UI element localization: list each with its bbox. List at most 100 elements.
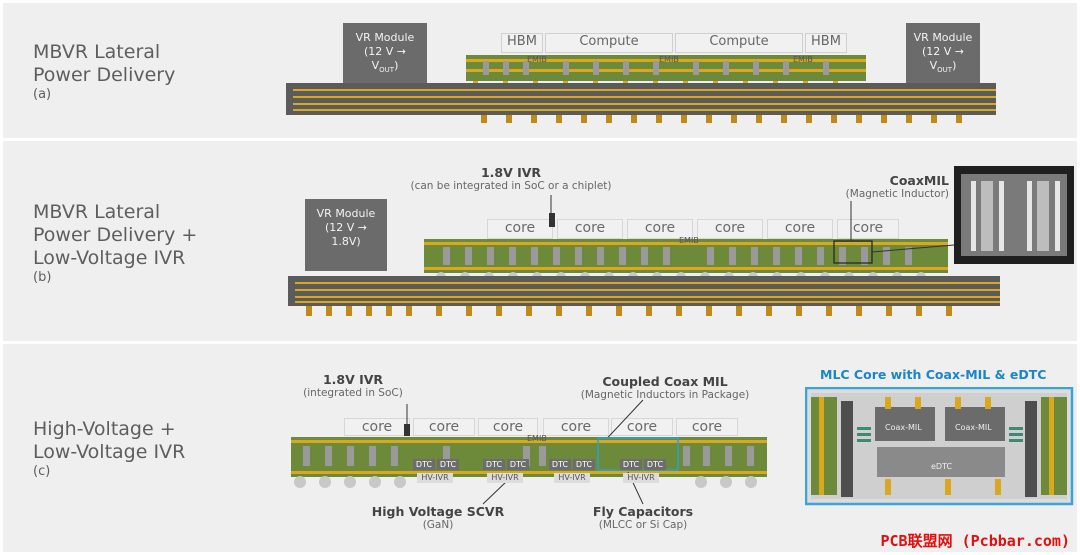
dtc-tag-6: DTC (573, 459, 595, 470)
panel-b-sub: (b) (33, 270, 52, 285)
vr-b-l2: (12 V → (324, 221, 368, 234)
vr-right-sub: OUT (937, 66, 953, 75)
vr-left-l1: VR Module (355, 31, 415, 44)
ivr-c-title: 1.8V IVR (322, 372, 384, 387)
compute-left: Compute (545, 33, 673, 53)
core-b-2: core (557, 219, 623, 239)
scvr-title: High Voltage SCVR (371, 504, 505, 519)
fly-cap-callout: Fly Capacitors (MLCC or Si Cap) (583, 504, 703, 531)
panel-c-title-line2: Low-Voltage IVR (33, 441, 186, 463)
vr-left-close: ) (394, 59, 399, 72)
core-b-1-label: core (504, 220, 536, 236)
panel-a-title-line2: Power Delivery (33, 64, 176, 86)
core-c-1: core (344, 418, 410, 436)
scvr-sub: (GaN) (422, 519, 454, 531)
vr-module-left: VR Module (12 V → VOUT) (343, 23, 427, 83)
package-b-diagram (288, 166, 1074, 316)
panel-c-title-line1: High-Voltage + (33, 418, 176, 440)
dtc-tag-8: DTC (644, 459, 666, 470)
core-c-6-label: core (691, 419, 723, 435)
core-c-5-label: core (626, 419, 658, 435)
core-c-6: core (676, 418, 738, 436)
emib-label-b: EMIB (679, 236, 699, 245)
hv-ivr-1: HV-IVR (417, 473, 453, 483)
ivr-b-callout: 1.8V IVR (can be integrated in SoC or a … (401, 165, 621, 192)
emib-label-c: EMIB (527, 434, 547, 443)
vr-left-l3: V (371, 59, 380, 72)
panel-a-sub: (a) (33, 87, 52, 102)
vr-b-l3: 1.8V) (331, 235, 361, 248)
coupled-coax-callout: Coupled Coax MIL (Magnetic Inductors in … (565, 374, 765, 401)
panel-b-title-line2: Power Delivery + (33, 224, 198, 246)
core-b-3-label: core (644, 220, 676, 236)
vr-left-sub: OUT (379, 66, 395, 75)
vr-right-close: ) (952, 59, 957, 72)
core-c-3-label: core (492, 419, 524, 435)
core-c-4: core (543, 418, 609, 436)
compute-right-label: Compute (709, 34, 769, 49)
emib-label-a-mid: EMIB (659, 55, 679, 64)
package-a-diagram (286, 55, 996, 123)
core-b-6: core (837, 219, 899, 239)
vr-right-l3: V (929, 59, 938, 72)
dtc-tag-5: DTC (549, 459, 571, 470)
scvr-callout: High Voltage SCVR (GaN) (363, 504, 513, 531)
core-b-2-label: core (574, 220, 606, 236)
core-b-3: core (627, 219, 693, 239)
dtc-tag-4: DTC (507, 459, 529, 470)
ivr-c-callout: 1.8V IVR (integrated in SoC) (293, 372, 413, 399)
ivr-c-sub: (integrated in SoC) (303, 387, 403, 399)
coupled-coax-sub: (Magnetic Inductors in Package) (580, 389, 750, 401)
core-c-2: core (413, 418, 475, 436)
dtc-tag-1: DTC (413, 459, 435, 470)
panel-b-title-line1: MBVR Lateral (33, 201, 161, 223)
panel-c-sub: (c) (33, 464, 51, 479)
dtc-tag-7: DTC (620, 459, 642, 470)
core-b-6-label: core (852, 220, 884, 236)
coaxmil-title: CoaxMIL (889, 173, 949, 188)
hv-ivr-4: HV-IVR (623, 473, 659, 483)
core-c-4-label: core (560, 419, 592, 435)
coaxmil-callout: CoaxMIL (Magnetic Inductor) (821, 173, 949, 200)
hbm-left-label: HBM (507, 34, 537, 49)
core-b-4-label: core (714, 220, 746, 236)
core-b-1: core (487, 219, 553, 239)
hbm-right-label: HBM (811, 34, 841, 49)
core-c-2-label: core (428, 419, 460, 435)
core-c-1-label: core (361, 419, 393, 435)
core-b-5: core (767, 219, 833, 239)
fly-cap-title: Fly Capacitors (592, 504, 694, 519)
inset-edtc: eDTC (931, 462, 953, 471)
core-b-5-label: core (784, 220, 816, 236)
panel-a-title: MBVR Lateral Power Delivery (a) (33, 41, 175, 103)
hv-ivr-3: HV-IVR (554, 473, 590, 483)
core-c-5: core (611, 418, 673, 436)
dtc-tag-3: DTC (483, 459, 505, 470)
vr-left-l2: (12 V → (363, 45, 407, 58)
compute-left-label: Compute (579, 34, 639, 49)
vr-right-l1: VR Module (913, 31, 973, 44)
panel-c: High-Voltage + Low-Voltage IVR (c) 1.8V … (3, 344, 1077, 552)
dtc-tag-2: DTC (437, 459, 459, 470)
mlc-inset-title: MLC Core with Coax-MIL & eDTC (820, 367, 1047, 382)
panel-b-title: MBVR Lateral Power Delivery + Low-Voltag… (33, 201, 197, 286)
panel-c-title: High-Voltage + Low-Voltage IVR (c) (33, 418, 185, 480)
hbm-left: HBM (501, 33, 543, 53)
vr-right-l2: (12 V → (921, 45, 965, 58)
core-c-3: core (478, 418, 538, 436)
hv-ivr-2: HV-IVR (487, 473, 523, 483)
watermark: PCB联盟网 (Pcbbar.com) (880, 532, 1071, 550)
emib-label-a-left: EMIB (527, 55, 547, 64)
ivr-b-title: 1.8V IVR (480, 165, 542, 180)
inset-coaxmil-2: Coax-MIL (955, 423, 992, 432)
package-c-diagram (291, 399, 767, 505)
emib-label-a-right: EMIB (793, 55, 813, 64)
panel-b: MBVR Lateral Power Delivery + Low-Voltag… (3, 141, 1077, 341)
coupled-coax-title: Coupled Coax MIL (602, 374, 728, 389)
compute-right: Compute (675, 33, 803, 53)
inset-coaxmil-1: Coax-MIL (885, 423, 922, 432)
vr-module-right: VR Module (12 V → VOUT) (906, 23, 980, 83)
fly-cap-sub: (MLCC or Si Cap) (598, 519, 688, 531)
panel-a: MBVR Lateral Power Delivery (a) VR Modul… (3, 3, 1077, 138)
vr-module-b: VR Module (12 V → 1.8V) (305, 199, 387, 271)
